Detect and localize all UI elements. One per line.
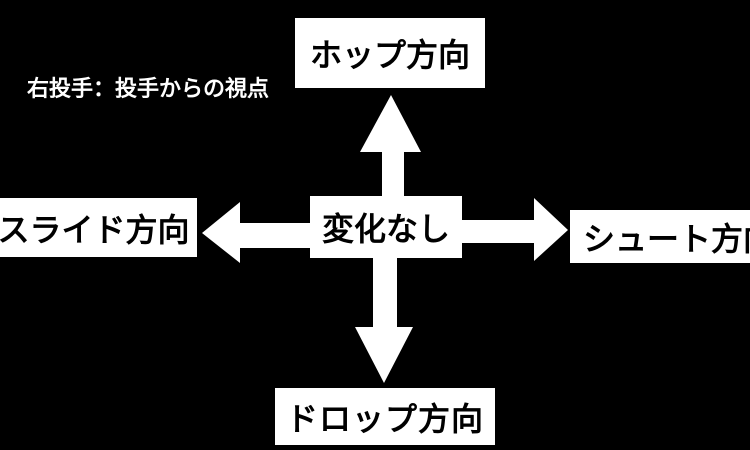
node-drop-direction: ドロップ方向: [275, 388, 495, 445]
node-slide-direction: スライド方向: [0, 198, 197, 257]
node-no-change: 変化なし: [310, 196, 462, 258]
left-arrow: [202, 202, 311, 263]
node-drop-label: ドロップ方向: [285, 400, 484, 437]
node-hop-label: ホップ方向: [309, 37, 470, 73]
node-no-change-label: 変化なし: [321, 211, 450, 247]
node-shoot-direction: シュート方向: [570, 210, 750, 263]
node-hop-direction: ホップ方向: [295, 18, 485, 88]
right-arrow: [461, 198, 568, 261]
node-shoot-label: シュート方向: [583, 220, 750, 257]
up-arrow: [360, 95, 421, 197]
viewpoint-caption: 右投手：投手からの視点: [27, 76, 270, 101]
down-arrow: [355, 257, 413, 383]
node-slide-label: スライド方向: [0, 211, 190, 248]
